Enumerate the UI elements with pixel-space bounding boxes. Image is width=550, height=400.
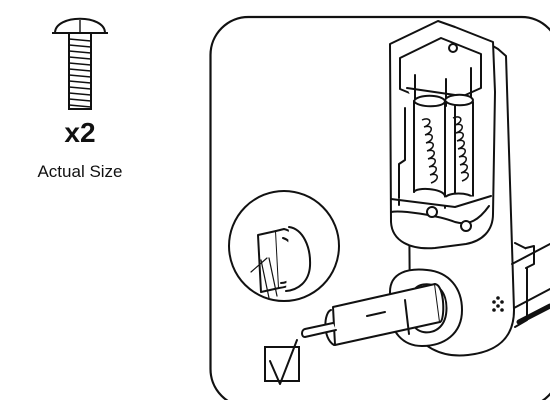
screw-icon [52, 17, 108, 110]
inserted-spindle [301, 268, 463, 347]
actual-size-label: Actual Size [37, 162, 123, 181]
sound-holes [492, 296, 504, 312]
quantity-label: x2 [64, 117, 96, 148]
hardware-callout: x2 Actual Size [20, 12, 140, 187]
battery-spring-coils [421, 116, 469, 184]
installation-diagram [209, 15, 550, 400]
checkmark-box-icon [264, 339, 300, 385]
magnified-detail-icon [228, 190, 340, 302]
